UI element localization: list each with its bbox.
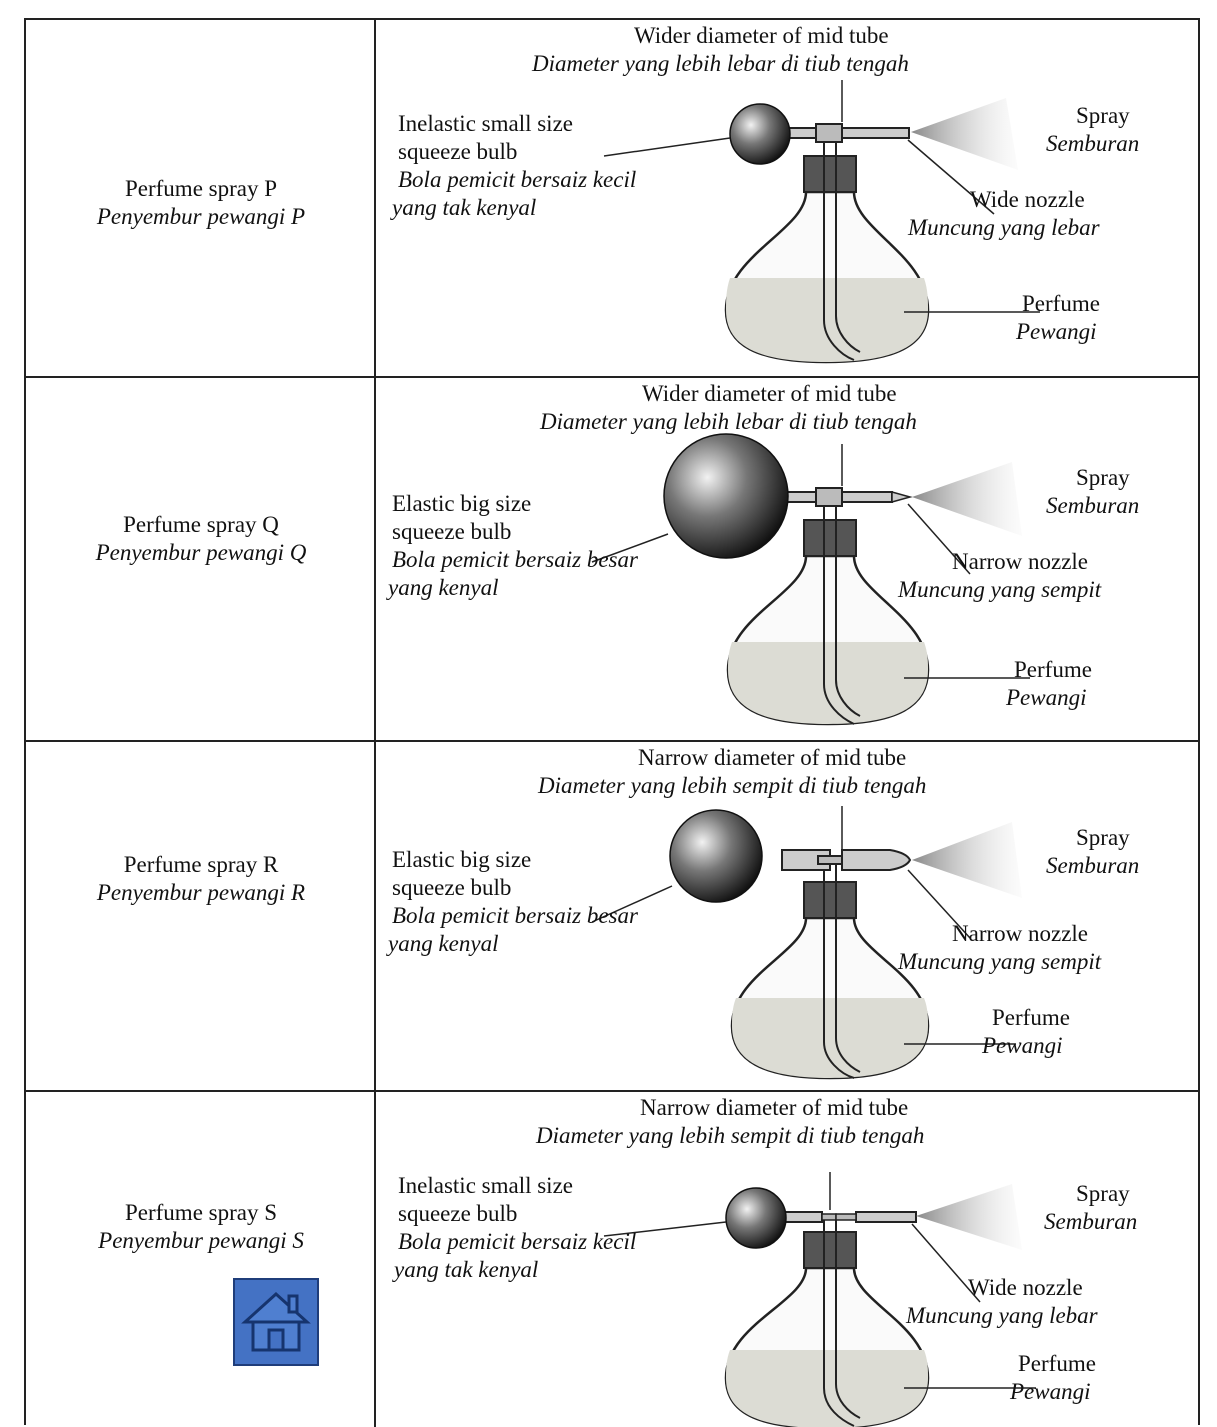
perfume-label-ms: Pewangi (1006, 684, 1087, 712)
perfume-label-en: Perfume (1022, 290, 1100, 318)
nozzle-label-ms: Muncung yang sempit (898, 576, 1101, 604)
bulb-label-ms-1: Bola pemicit bersaiz besar (392, 902, 638, 930)
nozzle-label-ms: Muncung yang sempit (898, 948, 1101, 976)
bulb-label-en-2: squeeze bulb (392, 874, 511, 902)
bulb-label-ms-1: Bola pemicit bersaiz kecil (398, 1228, 636, 1256)
nozzle-label-en: Narrow nozzle (952, 548, 1088, 576)
perfume-label-en: Perfume (1014, 656, 1092, 684)
row-label-ms: Penyembur pewangi P (26, 202, 376, 231)
bulb-label-ms-2: yang tak kenyal (394, 1256, 538, 1284)
perfume-label-ms: Pewangi (1010, 1378, 1091, 1406)
table-row-r: Perfume spray R Penyembur pewangi R (26, 742, 1198, 1092)
row-label-ms: Penyembur pewangi S (26, 1226, 376, 1255)
spray-label-ms: Semburan (1046, 492, 1139, 520)
perfume-label-en: Perfume (1018, 1350, 1096, 1378)
row-label-en: Perfume spray R (26, 850, 376, 879)
nozzle-label-en: Wide nozzle (970, 186, 1085, 214)
tube-label-ms: Diameter yang lebih lebar di tiub tengah (532, 50, 909, 78)
bulb-label-en-1: Inelastic small size (398, 110, 573, 138)
spray-label-en: Spray (1076, 1180, 1130, 1208)
tube-label-en: Wider diameter of mid tube (642, 380, 897, 408)
tube-label-en: Narrow diameter of mid tube (638, 744, 906, 772)
bulb-label-en-1: Inelastic small size (398, 1172, 573, 1200)
spray-label-ms: Semburan (1046, 130, 1139, 158)
row-label-cell: Perfume spray Q Penyembur pewangi Q (26, 378, 376, 740)
bulb-label-en-1: Elastic big size (392, 490, 531, 518)
comparison-table: Perfume spray P Penyembur pewangi P (24, 18, 1200, 1425)
tube-label-ms: Diameter yang lebih sempit di tiub tenga… (536, 1122, 924, 1150)
tube-label-ms: Diameter yang lebih lebar di tiub tengah (540, 408, 917, 436)
perfume-label-en: Perfume (992, 1004, 1070, 1032)
spray-diagram-q: Wider diameter of mid tube Diameter yang… (376, 378, 1198, 740)
home-icon (235, 1280, 317, 1364)
bulb-label-en-2: squeeze bulb (398, 138, 517, 166)
spray-diagram-r: Narrow diameter of mid tube Diameter yan… (376, 742, 1198, 1090)
row-label-cell: Perfume spray R Penyembur pewangi R (26, 742, 376, 1090)
tube-label-ms: Diameter yang lebih sempit di tiub tenga… (538, 772, 926, 800)
table-row-p: Perfume spray P Penyembur pewangi P (26, 20, 1198, 378)
spray-label-en: Spray (1076, 464, 1130, 492)
bulb-label-ms-1: Bola pemicit bersaiz besar (392, 546, 638, 574)
row-label-cell: Perfume spray S Penyembur pewangi S (26, 1092, 376, 1427)
row-label-ms: Penyembur pewangi R (26, 878, 376, 907)
bulb-label-ms-2: yang kenyal (388, 574, 498, 602)
perfume-label-ms: Pewangi (982, 1032, 1063, 1060)
tube-label-en: Narrow diameter of mid tube (640, 1094, 908, 1122)
spray-diagram-s: Narrow diameter of mid tube Diameter yan… (376, 1092, 1198, 1427)
nozzle-label-en: Wide nozzle (968, 1274, 1083, 1302)
tube-label-en: Wider diameter of mid tube (634, 22, 889, 50)
home-button[interactable] (233, 1278, 319, 1366)
row-label-cell: Perfume spray P Penyembur pewangi P (26, 20, 376, 376)
row-label-en: Perfume spray S (26, 1198, 376, 1227)
spray-diagram-p: Wider diameter of mid tube Diameter yang… (376, 20, 1198, 376)
row-label-en: Perfume spray Q (26, 510, 376, 539)
nozzle-label-en: Narrow nozzle (952, 920, 1088, 948)
nozzle-label-ms: Muncung yang lebar (908, 214, 1100, 242)
bulb-label-en-2: squeeze bulb (398, 1200, 517, 1228)
spray-label-en: Spray (1076, 102, 1130, 130)
spray-label-ms: Semburan (1046, 852, 1139, 880)
row-label-ms: Penyembur pewangi Q (26, 538, 376, 567)
bulb-label-ms-2: yang tak kenyal (392, 194, 536, 222)
table-row-s: Perfume spray S Penyembur pewangi S (26, 1092, 1198, 1427)
nozzle-label-ms: Muncung yang lebar (906, 1302, 1098, 1330)
spray-label-ms: Semburan (1044, 1208, 1137, 1236)
bulb-label-ms-2: yang kenyal (388, 930, 498, 958)
spray-label-en: Spray (1076, 824, 1130, 852)
bulb-label-en-2: squeeze bulb (392, 518, 511, 546)
bulb-label-ms-1: Bola pemicit bersaiz kecil (398, 166, 636, 194)
table-row-q: Perfume spray Q Penyembur pewangi Q (26, 378, 1198, 742)
perfume-label-ms: Pewangi (1016, 318, 1097, 346)
row-label-en: Perfume spray P (26, 174, 376, 203)
bulb-label-en-1: Elastic big size (392, 846, 531, 874)
